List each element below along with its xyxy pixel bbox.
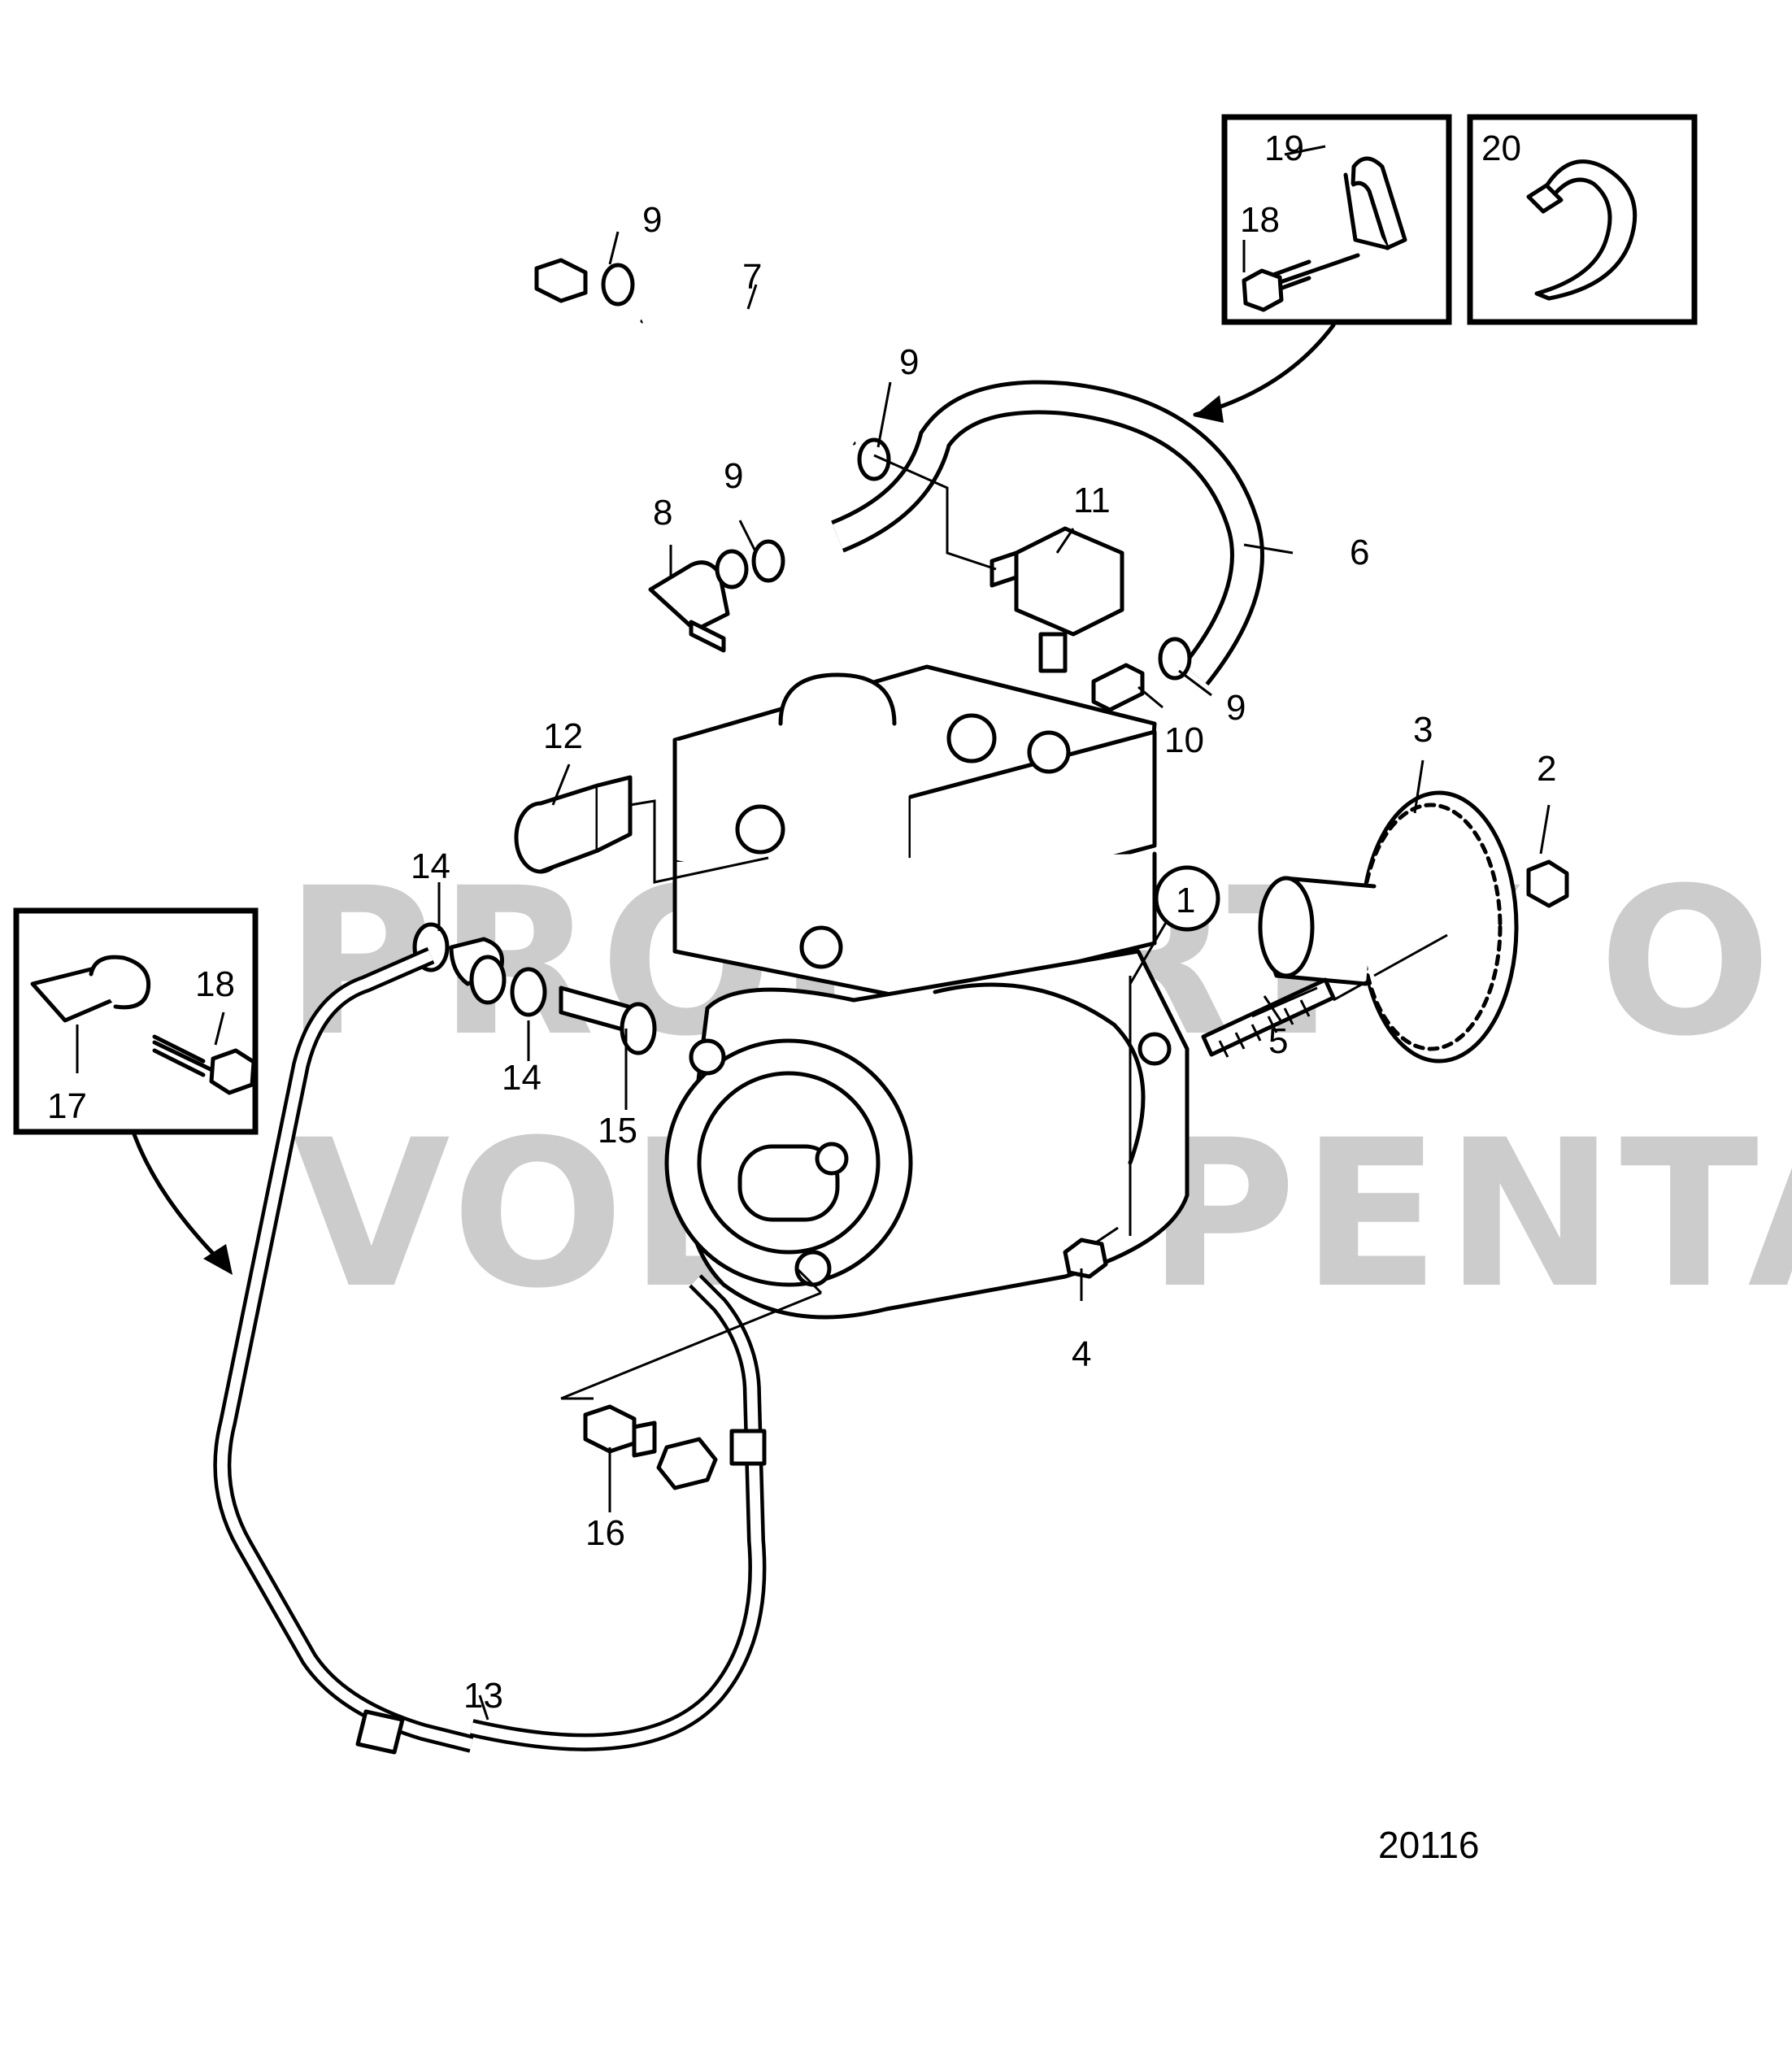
callout-5: 5 xyxy=(1268,1021,1288,1061)
callout-6: 6 xyxy=(1350,533,1369,572)
inset-pipe-clip xyxy=(13,907,259,1135)
callout-4: 4 xyxy=(1072,1334,1091,1374)
inset-cable-tie xyxy=(1467,114,1698,325)
nipple-16 xyxy=(583,1404,657,1458)
callout-20: 20 xyxy=(1481,128,1521,168)
clamp-9c xyxy=(751,539,785,583)
callout-9-b: 9 xyxy=(899,342,919,382)
drawing-number: 20116 xyxy=(1378,1824,1480,1866)
leader-lines xyxy=(76,145,1551,1721)
callout-1-circle xyxy=(1154,865,1220,932)
elbow-11 xyxy=(990,526,1124,673)
clamp-9a xyxy=(601,263,635,307)
callout-14-a: 14 xyxy=(411,846,450,886)
callout-11: 11 xyxy=(1073,481,1111,520)
callout-15: 15 xyxy=(598,1111,637,1151)
callout-14-b: 14 xyxy=(502,1058,542,1098)
callout-1: 1 xyxy=(1176,881,1195,920)
gear xyxy=(1258,790,1519,1064)
callout-8: 8 xyxy=(653,493,672,533)
callout-13: 13 xyxy=(463,1676,503,1716)
callout-9-c: 9 xyxy=(724,456,743,496)
callout-10: 10 xyxy=(1164,720,1204,760)
arrow-to-pipe xyxy=(132,1132,226,1267)
clamp-9d xyxy=(1158,637,1192,681)
callout-19: 19 xyxy=(1264,128,1304,168)
callout-2: 2 xyxy=(1537,749,1556,789)
inset-clip-bolt xyxy=(1221,114,1452,325)
air-compressor xyxy=(664,664,1190,1320)
clamp-9b xyxy=(857,437,891,481)
callout-9-d: 9 xyxy=(1226,688,1246,728)
callouts: 1 2 3 4 5 6 7 8 9 9 9 9 10 11 12 13 14 1… xyxy=(47,128,1556,1716)
callout-18-a: 18 xyxy=(195,964,235,1004)
fitting-12 xyxy=(514,775,769,884)
callout-17: 17 xyxy=(47,1086,87,1126)
callout-7: 7 xyxy=(742,257,762,297)
callout-12: 12 xyxy=(543,716,583,756)
banjo-assembly xyxy=(412,922,657,1055)
fitting-10 xyxy=(1091,663,1145,712)
callout-18-b: 18 xyxy=(1240,200,1280,240)
callout-16: 16 xyxy=(585,1513,625,1553)
callout-9-a: 9 xyxy=(642,200,662,240)
nipple-7 xyxy=(534,258,588,303)
nut-4 xyxy=(1063,1238,1108,1279)
nut-2 xyxy=(1526,859,1569,908)
callout-3: 3 xyxy=(1413,710,1433,750)
elbow-8 xyxy=(648,549,749,653)
